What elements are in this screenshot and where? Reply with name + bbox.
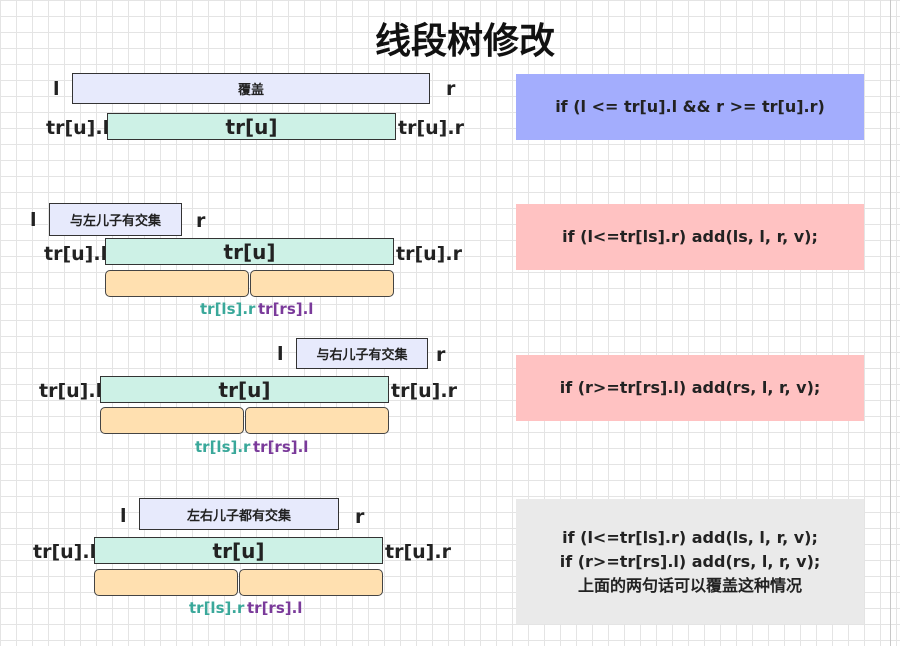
right-child-box: [245, 407, 389, 434]
node-left-bound-label: tr[u].l: [44, 243, 108, 265]
query-range-label: 与右儿子有交集: [316, 348, 408, 363]
code-note: 上面的两句话可以覆盖这种情况: [577, 575, 802, 595]
query-range-label: 覆盖: [237, 83, 264, 98]
node-left-bound-label: tr[u].l: [46, 117, 110, 139]
node-label: tr[u]: [223, 239, 276, 264]
code-box: if (l<=tr[ls].r) add(ls, l, r, v);: [516, 204, 864, 270]
node-right-bound-label: tr[u].r: [396, 243, 462, 265]
left-child-box: [100, 407, 244, 434]
node-label: tr[u]: [218, 377, 271, 402]
node-left-bound-label: tr[u].l: [39, 380, 103, 402]
code-line: if (l<=tr[ls].r) add(ls, l, r, v);: [562, 227, 818, 246]
query-range-label: 左右儿子都有交集: [186, 508, 291, 524]
query-range-label: 与左儿子有交集: [69, 214, 161, 229]
node-box: tr[u]: [107, 113, 396, 140]
node-left-bound-label: tr[u].l: [33, 541, 97, 563]
node-right-bound-label: tr[u].r: [398, 117, 464, 139]
code-box: if (l <= tr[u].l && r >= tr[u].r): [516, 74, 864, 140]
right-child-box: [250, 270, 394, 297]
code-line: if (r>=tr[rs].l) add(rs, l, r, v);: [559, 551, 821, 571]
query-l-label: l: [30, 209, 37, 231]
code-box: if (l<=tr[ls].r) add(ls, l, r, v); if (r…: [516, 499, 864, 624]
query-r-label: r: [446, 78, 456, 100]
ls-r-label: tr[ls].r: [195, 438, 251, 456]
query-range-box: 覆盖: [72, 73, 430, 104]
query-range-box: 与左儿子有交集: [49, 203, 182, 236]
query-l-label: l: [277, 343, 284, 365]
left-child-box: [105, 270, 249, 297]
node-box: tr[u]: [94, 537, 383, 564]
node-right-bound-label: tr[u].r: [391, 380, 457, 402]
ls-r-label: tr[ls].r: [189, 599, 245, 617]
node-box: tr[u]: [105, 238, 394, 265]
rs-l-label: tr[rs].l: [253, 438, 309, 456]
query-range-box: 与右儿子有交集: [296, 338, 428, 369]
code-line: if (l <= tr[u].l && r >= tr[u].r): [555, 97, 825, 116]
rs-l-label: tr[rs].l: [258, 300, 314, 318]
canvas-edge-line: [890, 0, 891, 646]
node-label: tr[u]: [212, 538, 265, 563]
query-r-label: r: [355, 506, 365, 528]
node-right-bound-label: tr[u].r: [385, 541, 451, 563]
node-label: tr[u]: [225, 114, 278, 139]
query-l-label: l: [53, 78, 60, 100]
query-l-label: l: [120, 505, 127, 527]
query-range-box: 左右儿子都有交集: [139, 498, 339, 530]
rs-l-label: tr[rs].l: [247, 599, 303, 617]
code-line: if (r>=tr[rs].l) add(rs, l, r, v);: [559, 378, 821, 397]
node-box: tr[u]: [100, 376, 389, 403]
code-line: if (l<=tr[ls].r) add(ls, l, r, v);: [562, 527, 818, 547]
query-r-label: r: [436, 344, 446, 366]
diagram-title: 线段树修改: [374, 21, 555, 62]
ls-r-label: tr[ls].r: [200, 300, 256, 318]
code-box: if (r>=tr[rs].l) add(rs, l, r, v);: [516, 355, 864, 421]
right-child-box: [239, 569, 383, 596]
left-child-box: [94, 569, 238, 596]
query-r-label: r: [196, 210, 206, 232]
